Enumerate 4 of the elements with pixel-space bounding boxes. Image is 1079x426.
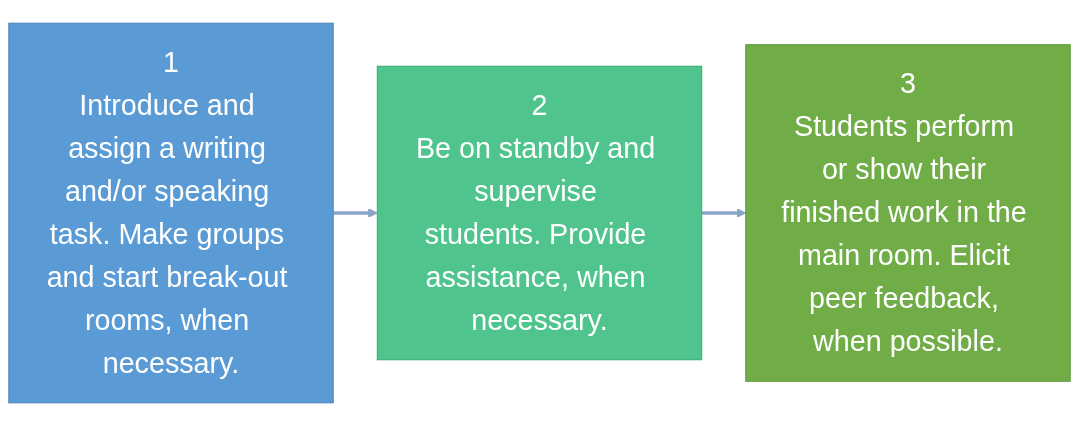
node-box: 2 Be on standby and supervise students. Provide assistance, when necessary. (376, 65, 703, 361)
arrow (333, 208, 378, 218)
node-box: 1 Introduce and assign a writing and/or speaking task. Make groups and start break-out rooms, when necessary. (8, 22, 334, 404)
node-box: 3 Students perform or show their finished work in the main room. Elicit peer feedback, when possible. (745, 44, 1071, 382)
